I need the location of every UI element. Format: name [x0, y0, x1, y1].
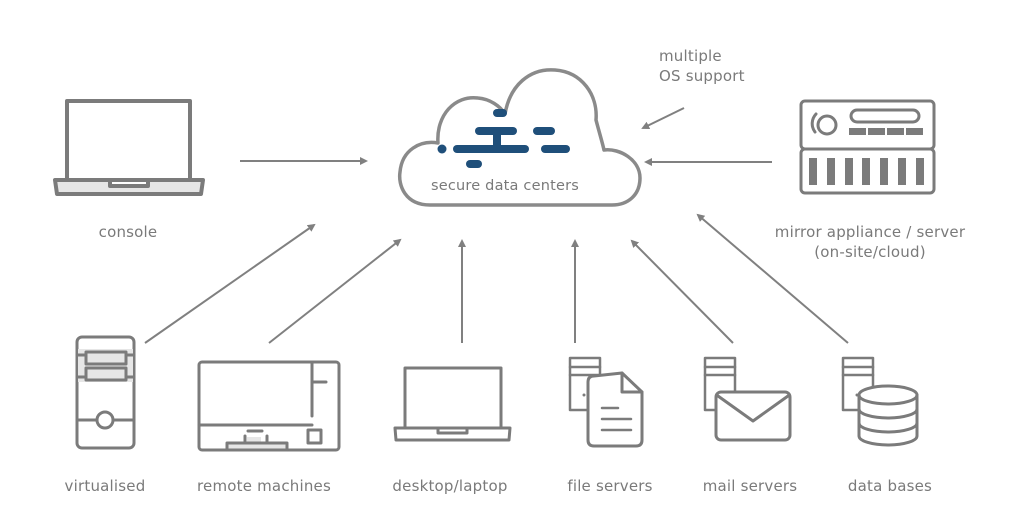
arrow-data-bases [696, 213, 849, 344]
data-stream-icon [437, 109, 570, 168]
console-laptop-icon [53, 99, 205, 196]
cloud-icon [397, 68, 642, 207]
arrow-remote-machines [268, 238, 402, 344]
arrow-mail-servers [630, 239, 734, 344]
file-servers-label: file servers [567, 477, 653, 495]
mirror-label-line1: mirror appliance / server [774, 223, 966, 241]
remote-machines-icon [197, 360, 341, 452]
arrow-multiple-os [641, 107, 685, 129]
multiple-os-annotation: multiple OS support [659, 46, 745, 86]
mirror-appliance-icon [799, 99, 936, 195]
remote-machines-label: remote machines [196, 477, 331, 495]
hub-label: secure data centers [430, 178, 580, 194]
desktop-laptop-icon [393, 366, 512, 442]
virtualised-label: virtualised [64, 477, 146, 495]
file-servers-icon [568, 356, 644, 448]
mirror-label: mirror appliance / server (on-site/cloud… [760, 222, 980, 262]
data-bases-icon [841, 356, 919, 447]
mail-servers-label: mail servers [702, 477, 798, 495]
multiple-os-line2: OS support [659, 67, 745, 85]
mail-servers-icon [703, 356, 792, 442]
mirror-label-line2: (on-site/cloud) [814, 243, 926, 261]
virtualised-tower-icon [75, 335, 136, 450]
desktop-laptop-label: desktop/laptop [392, 477, 508, 495]
arrow-virtualised [144, 223, 316, 344]
multiple-os-line1: multiple [659, 47, 722, 65]
data-bases-label: data bases [847, 477, 933, 495]
console-label: console [98, 223, 158, 241]
